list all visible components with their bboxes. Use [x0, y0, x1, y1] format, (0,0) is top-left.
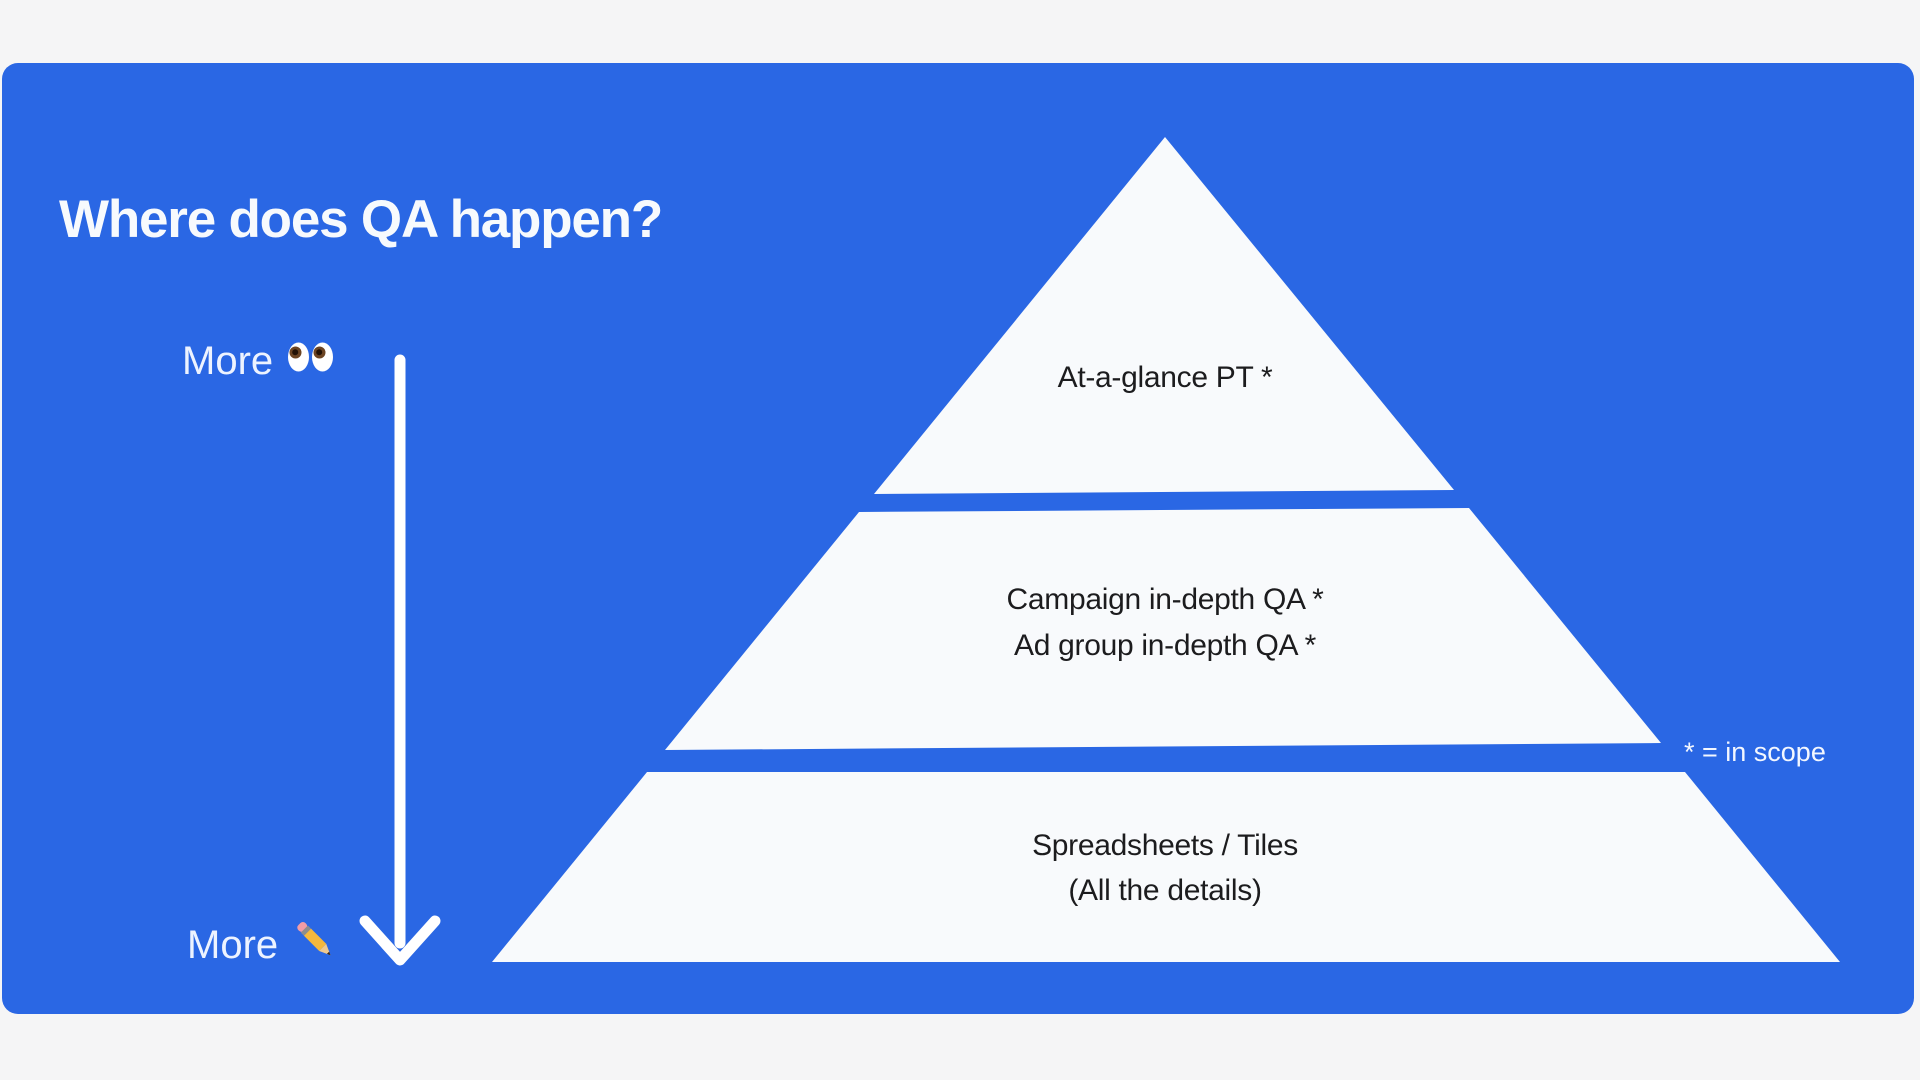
scope-legend: * = in scope	[1684, 737, 1826, 767]
axis-bottom-label: More	[187, 916, 340, 974]
axis-bottom-label-text: More	[187, 922, 279, 967]
slide: Where does QA happen? More More	[2, 63, 1914, 1014]
pyramid-tier-middle-label: Campaign in-depth QA * Ad group in-depth…	[1007, 577, 1324, 669]
tier-label-line: (All the details)	[1068, 874, 1262, 907]
down-arrow-icon	[359, 354, 441, 966]
eyes-emoji-icon	[287, 339, 335, 384]
slide-title: Where does QA happen?	[59, 190, 663, 249]
pyramid-tier-top-label: At-a-glance PT *	[1058, 358, 1273, 398]
tier-label-line: Campaign in-depth QA *	[1006, 583, 1324, 616]
axis-top-label-text: More	[182, 339, 274, 383]
tier-label-line: At-a-glance PT *	[1057, 361, 1273, 394]
pencil-emoji-icon	[292, 916, 340, 974]
tier-label-line: Ad group in-depth QA *	[1014, 629, 1316, 662]
axis-top-label: More	[182, 339, 335, 384]
tier-label-line: Spreadsheets / Tiles	[1032, 829, 1298, 862]
pyramid-tier-bottom-label: Spreadsheets / Tiles (All the details)	[1032, 823, 1298, 913]
